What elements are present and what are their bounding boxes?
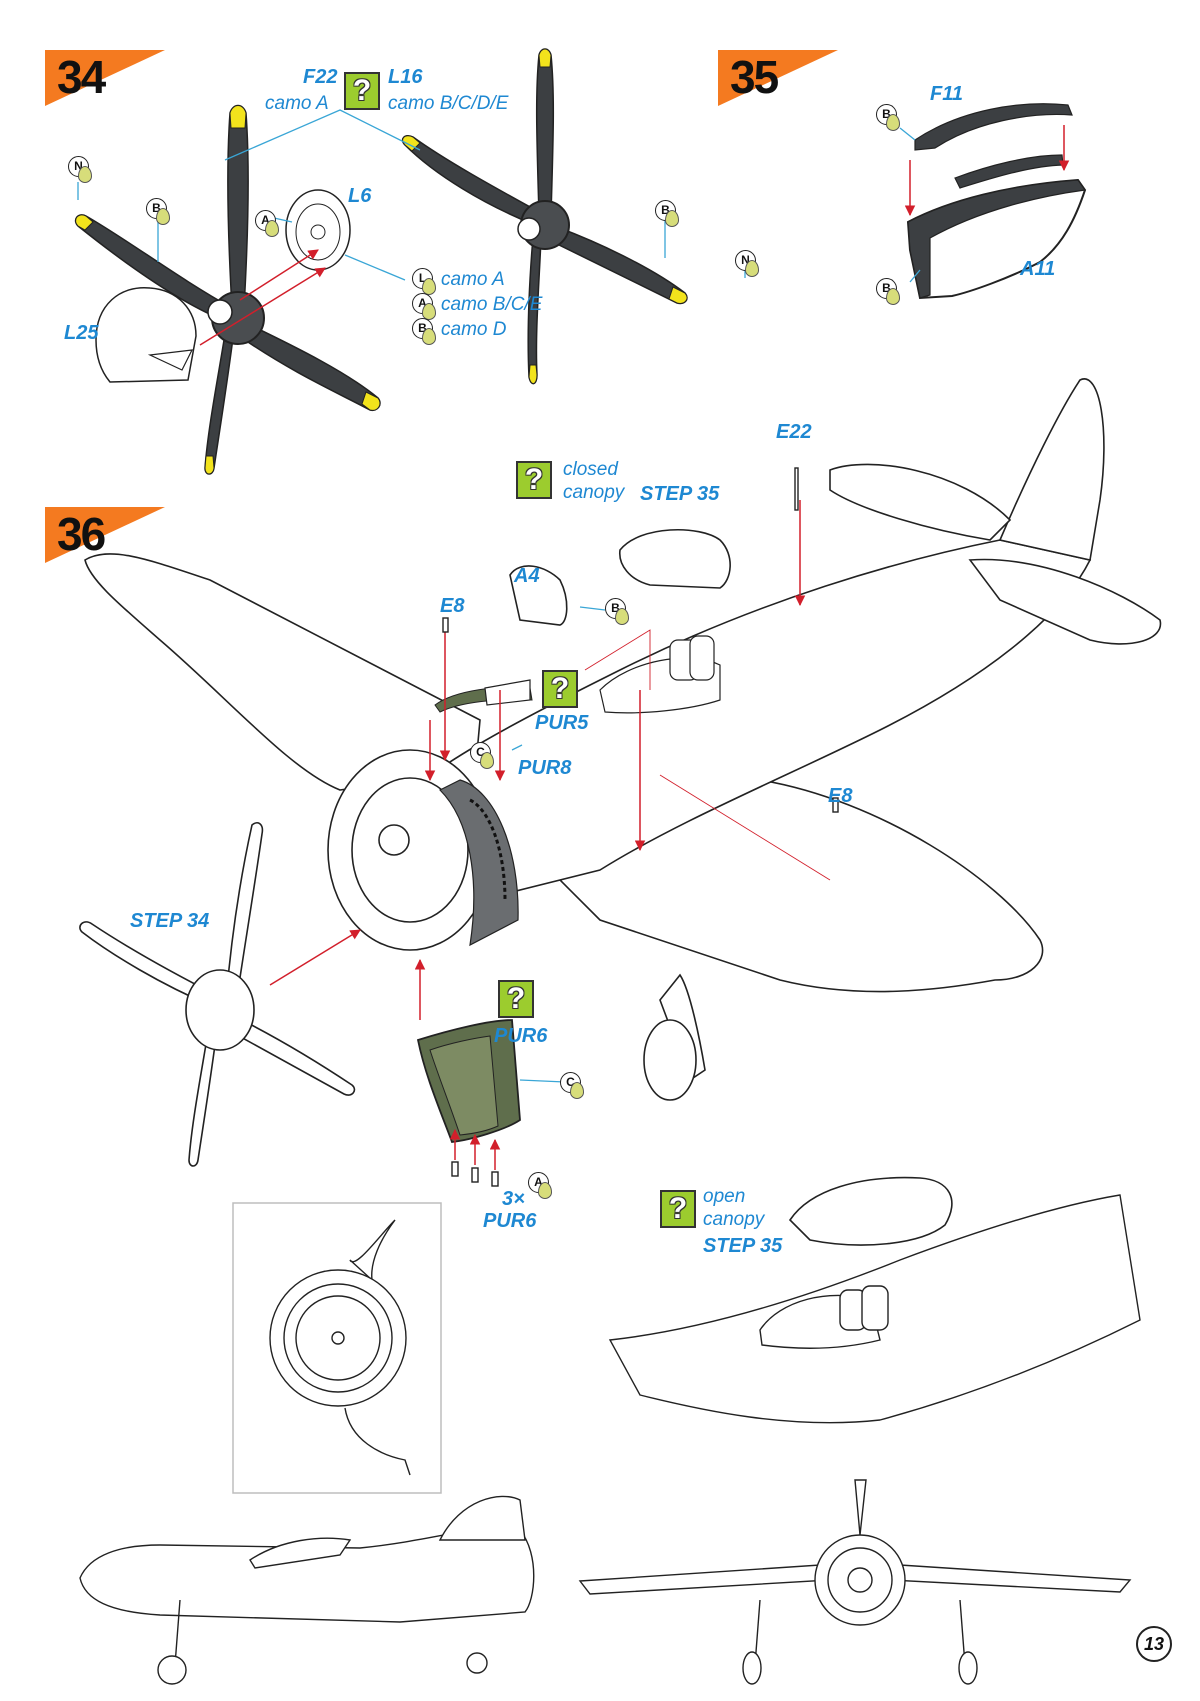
spinner-camo-3: camo D — [441, 319, 507, 340]
step-34-badge: 34 — [45, 50, 165, 106]
closed-canopy-note: closed canopy — [563, 459, 625, 503]
photo-etch-pur6-panel — [416, 1019, 521, 1143]
closed-canopy-step-ref: STEP 35 — [640, 483, 720, 505]
label-f22-camo: camo A — [265, 93, 329, 114]
paint-marker-b-f11: B — [876, 104, 900, 132]
paint-marker-spinner-3: B — [412, 318, 436, 346]
label-l16: L16 — [388, 66, 423, 88]
step35-arrows — [904, 125, 1070, 217]
label-f22: F22 — [303, 66, 338, 88]
engine-front-detail — [269, 1219, 411, 1476]
paint-marker-n-top: N — [68, 156, 92, 184]
backplate-l6 — [285, 189, 351, 271]
pur5-option-icon: ? — [542, 670, 578, 708]
open-canopy-fuselage — [608, 1194, 1141, 1424]
label-a4: A4 — [514, 565, 540, 587]
label-f11: F11 — [930, 83, 963, 105]
label-pur8: PUR8 — [518, 757, 572, 779]
label-e22: E22 — [776, 421, 812, 443]
label-e8-right: E8 — [828, 785, 853, 807]
step36-arrows — [269, 500, 806, 1170]
paint-marker-spinner-1: L — [412, 268, 436, 296]
open-canopy-note: open canopy — [703, 1186, 765, 1230]
airframe-main — [84, 378, 1162, 1101]
left-propeller — [74, 104, 381, 475]
open-canopy-part — [788, 1176, 953, 1246]
paint-marker-c-pur5: C — [470, 742, 494, 770]
step36-leaders — [511, 606, 606, 1083]
step34-arrows — [199, 249, 326, 346]
paint-marker-c-pur6: C — [560, 1072, 584, 1100]
label-three-times: 3× — [502, 1188, 525, 1210]
closed-canopy-option-icon: ? — [516, 461, 552, 499]
right-propeller — [401, 48, 688, 385]
open-canopy-step-ref: STEP 35 — [703, 1235, 783, 1257]
canopy-frame-parts — [906, 103, 1087, 300]
page-number: 13 — [1136, 1626, 1172, 1662]
label-l16-camo: camo B/C/D/E — [388, 93, 509, 114]
spinner-camo-1: camo A — [441, 269, 505, 290]
side-view-aircraft — [79, 1495, 535, 1685]
step36-propeller — [79, 822, 356, 1167]
engine-detail — [438, 779, 519, 947]
open-canopy-option-icon: ? — [660, 1190, 696, 1228]
screws — [442, 467, 839, 1187]
paint-marker-spinner-2: A — [412, 293, 436, 321]
label-pur5: PUR5 — [535, 712, 589, 734]
spinner-camo-2: camo B/C/E — [441, 294, 543, 315]
pur6-option-icon: ? — [498, 980, 534, 1018]
label-l25: L25 — [64, 322, 99, 344]
label-l6: L6 — [348, 185, 372, 207]
step35-leaders — [899, 127, 921, 283]
cockpit-detail — [599, 635, 721, 714]
paint-marker-n-right: N — [735, 250, 759, 278]
paint-marker-a-pins: A — [528, 1172, 552, 1200]
label-pur6: PUR6 — [494, 1025, 548, 1047]
paint-marker-b-left: B — [146, 198, 170, 226]
step34-leaders — [77, 109, 746, 281]
paint-marker-a-left: A — [255, 210, 279, 238]
step-35-number: 35 — [730, 51, 779, 103]
front-view-aircraft — [578, 1479, 1132, 1685]
label-a11: A11 — [1020, 258, 1056, 280]
closed-canopy-part — [509, 528, 731, 626]
question-option-icon: ? — [344, 72, 380, 110]
paint-marker-b-right: B — [655, 200, 679, 228]
step-34-number: 34 — [57, 51, 106, 103]
label-pur6-pins: PUR6 — [483, 1210, 537, 1232]
spinner-l25 — [95, 287, 197, 383]
paint-marker-b-a4: B — [605, 598, 629, 626]
label-e8-left: E8 — [440, 595, 465, 617]
label-step34-reference: STEP 34 — [130, 910, 210, 932]
step36-guide-lines — [584, 629, 831, 881]
step-35-badge: 35 — [718, 50, 838, 106]
step-36-badge: 36 — [45, 507, 165, 563]
step-36-number: 36 — [57, 508, 106, 560]
photo-etch-pur5 — [434, 679, 533, 713]
paint-marker-b-a11: B — [876, 278, 900, 306]
